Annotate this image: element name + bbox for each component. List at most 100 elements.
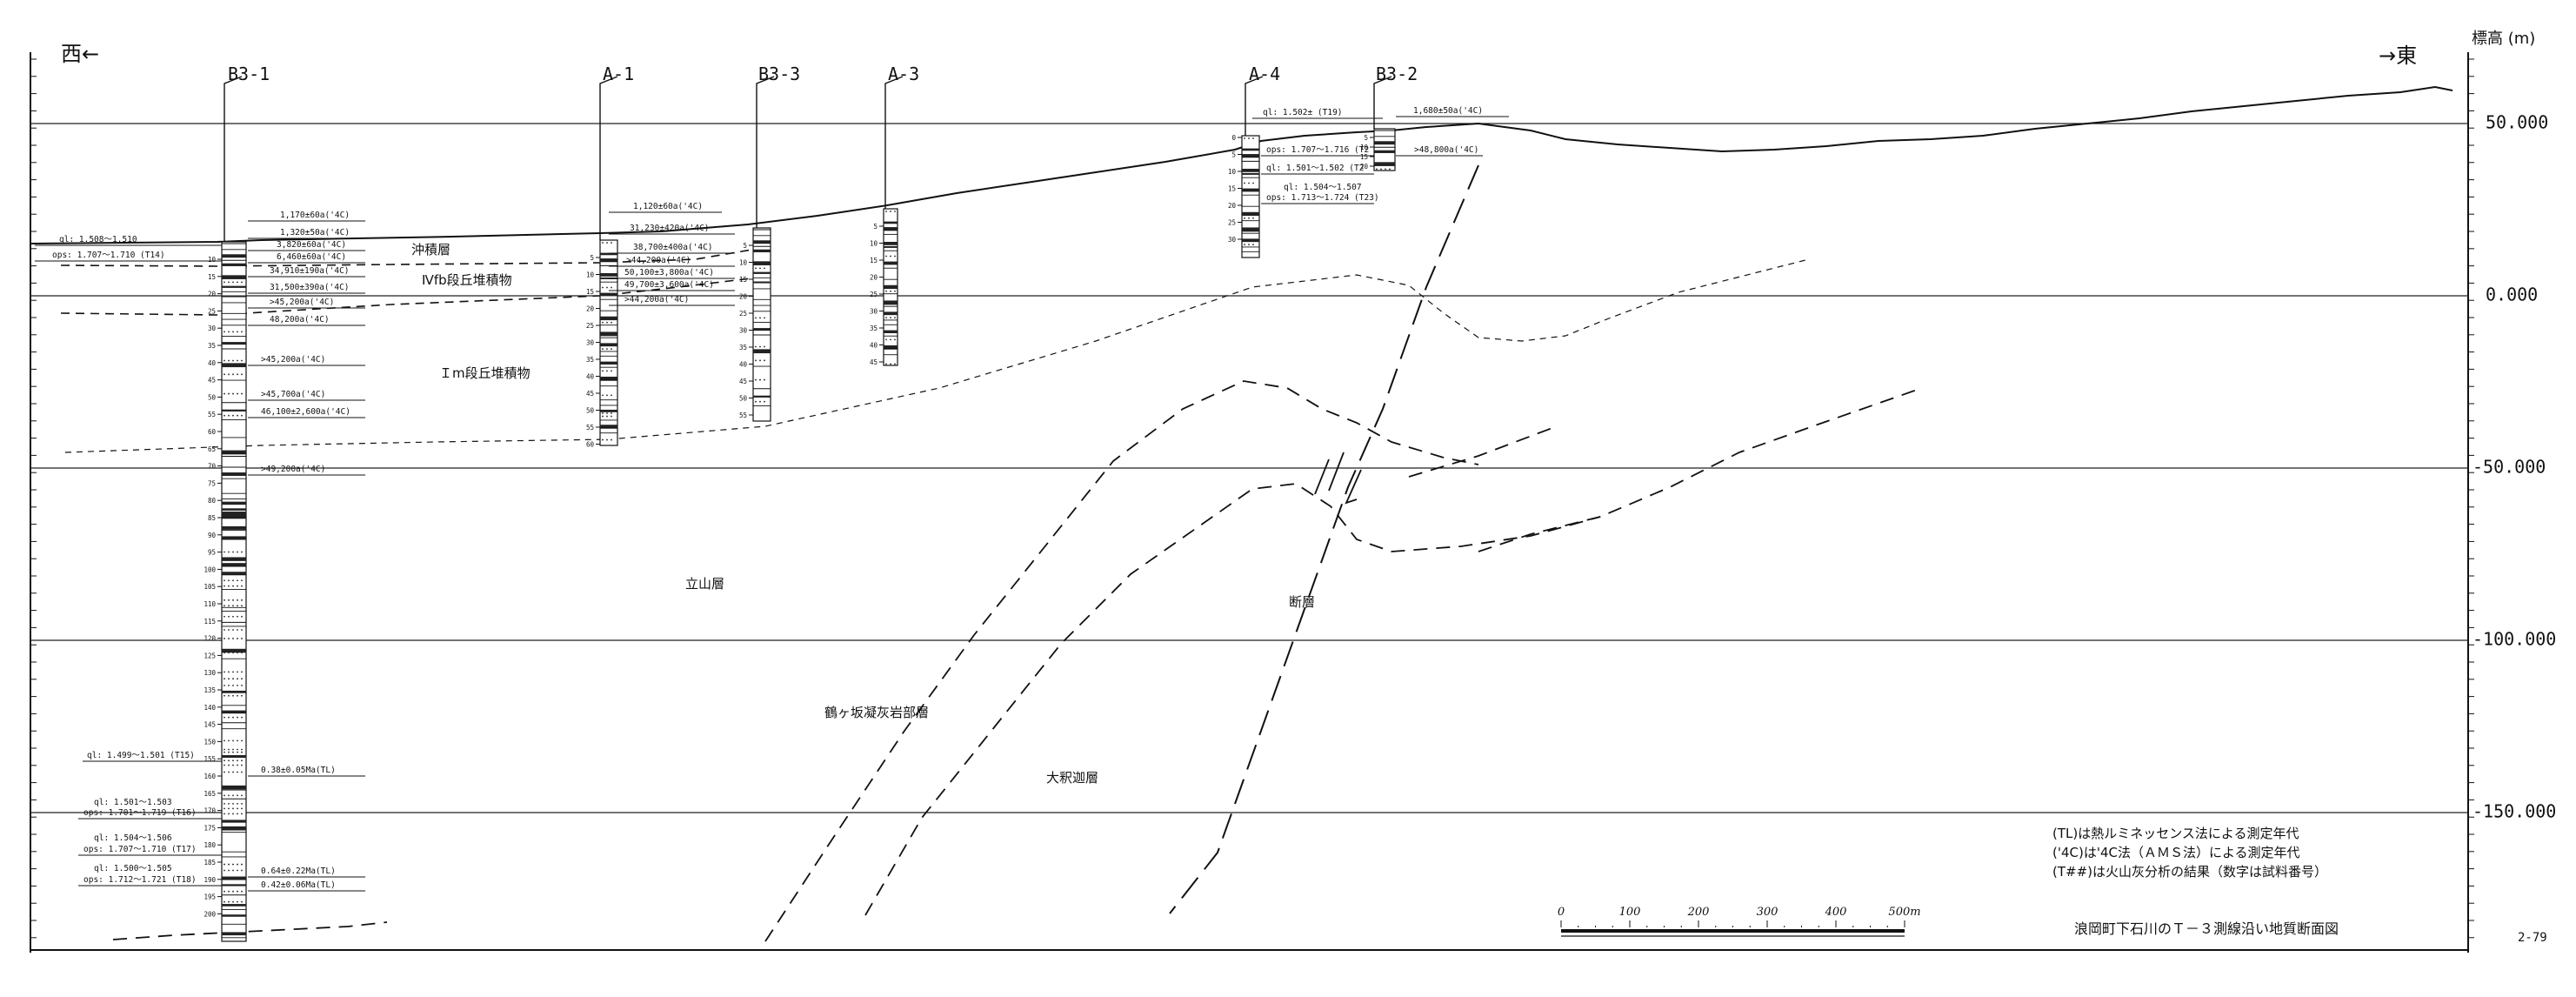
lithology-dot <box>890 290 891 292</box>
lithology-dot <box>224 739 225 742</box>
depth-tick-label: 50 <box>586 407 595 415</box>
lithology-dot <box>237 359 238 362</box>
depth-tick-label: 110 <box>204 600 216 608</box>
lithology-dot <box>232 716 234 719</box>
depth-tick-label: 105 <box>204 583 216 591</box>
depth-tick-label: 150 <box>204 738 216 746</box>
scale-bar-label: 400 <box>1825 906 1847 919</box>
depth-tick-label: 85 <box>208 514 216 522</box>
depth-tick-label: 40 <box>870 342 878 350</box>
b31-left-age: ops: 1.707～1.710 (T17) <box>83 845 197 854</box>
lithology-band <box>222 285 246 288</box>
lithology-dot <box>241 685 243 686</box>
lithology-dot <box>1252 244 1254 246</box>
lithology-dot <box>606 394 608 397</box>
lithology-dot <box>224 551 225 553</box>
depth-tick-label: 20 <box>208 291 217 298</box>
depth-tick-label: 195 <box>204 893 216 901</box>
lithology-band <box>222 914 246 917</box>
lithology-band <box>884 330 898 333</box>
unit-tateyama-label: 立山層 <box>685 576 724 592</box>
boundary-tsurugasaka-lower <box>864 483 1601 916</box>
b31-right-age: >45,200a('4C) <box>270 298 334 307</box>
lithology-band <box>600 316 617 321</box>
borehole-stem <box>1245 76 1264 136</box>
lithology-dot <box>764 345 765 348</box>
elevation-gridlines <box>30 123 2468 813</box>
lithology-dot <box>228 579 230 582</box>
lithology-dot <box>1252 137 1254 139</box>
lithology-dot <box>241 794 243 797</box>
depth-tick-label: 20 <box>870 274 878 282</box>
b31-left-annotations: ql: 1.508～1.510 ops: 1.707～1.710 (T14) q… <box>35 235 222 887</box>
depth-tick-label: 155 <box>204 755 216 763</box>
depth-tick-label: 65 <box>208 445 216 453</box>
lithology-dot <box>232 900 234 903</box>
depth-tick-label: 50 <box>208 393 217 401</box>
unit-tsurugasaka-label: 鶴ヶ坂凝灰岩部層 <box>824 705 929 720</box>
legend-line: (TL)は熱ルミネッセンス法による測定年代 <box>2052 826 2299 841</box>
b31-left-age: ql: 1.501～1.503 <box>94 798 172 807</box>
lithology-band <box>1242 188 1259 192</box>
lithology-band <box>884 245 898 248</box>
lithology-band <box>1242 172 1259 175</box>
lithology-dot <box>232 373 234 376</box>
scale-bar-label: 300 <box>1757 906 1779 919</box>
depth-tick-label: 130 <box>204 669 216 677</box>
depth-tick-label: 5 <box>1364 134 1368 142</box>
b31-right-annotations: 1,170±60a('4C) 1,320±50a('4C) 3,820±60a(… <box>248 211 365 892</box>
depth-tick-label: 175 <box>204 824 216 832</box>
lithology-band <box>222 342 246 345</box>
a1-age: 31,230±420a('4C) <box>630 224 710 233</box>
fault-label: 断層 <box>1289 594 1315 610</box>
lithology-band <box>222 501 246 505</box>
depth-tick-label: 45 <box>870 358 878 366</box>
lithology-dot <box>894 317 896 319</box>
lithology-band <box>222 557 246 561</box>
lithology-dot <box>241 678 243 680</box>
depth-tick-label: 55 <box>739 412 747 419</box>
lithology-dot <box>232 629 234 631</box>
lithology-dot <box>237 751 238 753</box>
depth-tick-label: 75 <box>208 479 216 487</box>
lithology-dot <box>232 678 234 680</box>
b31-right-age: 1,170±60a('4C) <box>280 211 350 220</box>
lithology-dot <box>237 331 238 333</box>
depth-tick-label: 20 <box>1228 202 1237 210</box>
lithology-dot <box>224 579 225 582</box>
lithology-dot <box>224 813 225 815</box>
lithology-dot <box>241 629 243 631</box>
depth-tick-label: 15 <box>1360 153 1368 161</box>
lithology-dot <box>1380 168 1382 171</box>
unit-ivfb-label: Ⅳfb段丘堆積物 <box>422 272 512 288</box>
b32-right-age: >48,800a('4C) <box>1414 145 1478 155</box>
lithology-dot <box>1244 244 1245 246</box>
unit-im-label: Ｉm段丘堆積物 <box>439 365 531 381</box>
lithology-band <box>222 785 246 790</box>
lithology-dot <box>764 400 765 403</box>
lithology-band <box>600 331 617 337</box>
lithology-dot <box>759 378 761 381</box>
borehole-stem <box>884 76 904 209</box>
lithology-band <box>222 710 246 713</box>
depth-tick-label: 55 <box>586 424 594 432</box>
depth-tick-label: 15 <box>739 276 747 284</box>
lithology-dot <box>759 400 761 403</box>
depth-tick-label: 20 <box>586 305 595 313</box>
page-number: 2-79 <box>2518 931 2547 945</box>
borehole-columns: 1015202530354045505560657075808590951001… <box>204 76 1396 942</box>
lithology-band <box>884 221 898 224</box>
lithology-dot <box>224 599 225 601</box>
depth-tick-label: 30 <box>208 325 217 332</box>
lithology-band <box>600 343 617 347</box>
lithology-band <box>600 292 617 297</box>
lithology-band <box>884 261 898 265</box>
boundary-east-lower-2 <box>1478 387 1923 552</box>
lithology-band <box>600 258 617 262</box>
lithology-dot <box>890 255 891 258</box>
lithology-dot <box>228 392 230 395</box>
depth-tick-label: 15 <box>870 257 878 264</box>
elevation-axis-title: 標高 (m) <box>2472 30 2535 48</box>
b31-left-age: ql: 1.504～1.506 <box>94 833 172 843</box>
